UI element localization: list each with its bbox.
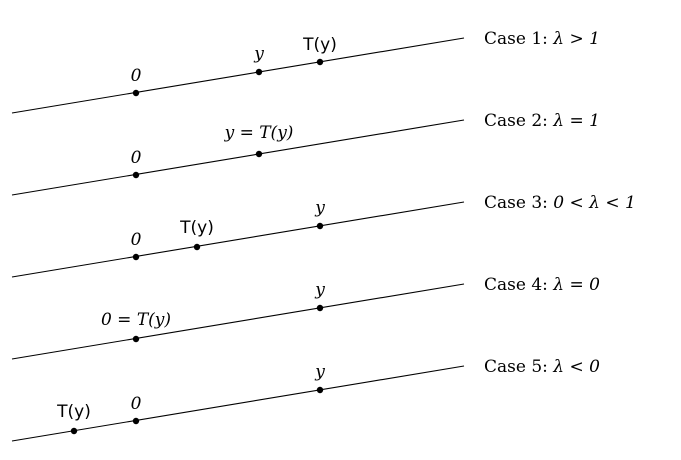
case-1-number-line <box>11 37 465 114</box>
case-1-row: 0 y T(y) Case 1: λ > 1 <box>11 29 600 114</box>
case-3-point-Ty <box>193 243 201 251</box>
case-2-mark-y-equals-Ty: y = T(y) <box>224 123 294 143</box>
case-5-condition: λ < 0 <box>552 357 600 377</box>
case-5-mark-y: y <box>314 362 325 382</box>
case-3-condition: 0 < λ < 1 <box>553 193 636 213</box>
case-3-point-y <box>316 222 324 230</box>
case-1-point-zero <box>132 89 140 97</box>
case-1-condition: λ > 1 <box>552 29 600 49</box>
case-3-point-zero <box>132 253 140 261</box>
case-5-row: T(y) 0 y Case 5: λ < 0 <box>11 357 600 442</box>
case-3-number-line <box>11 201 465 278</box>
case-3-label-text: Case 3: <box>484 193 548 213</box>
case-5-label: Case 5: λ < 0 <box>484 357 600 377</box>
case-3-label: Case 3: 0 < λ < 1 <box>484 193 636 213</box>
case-5-mark-Ty: T(y) <box>56 402 91 422</box>
case-1-mark-zero: 0 <box>131 66 142 86</box>
case-2-mark-zero: 0 <box>131 148 142 168</box>
case-1-mark-y: y <box>253 44 264 64</box>
case-1-label: Case 1: λ > 1 <box>484 29 600 49</box>
case-1-label-text: Case 1: <box>484 29 548 49</box>
case-5-mark-zero: 0 <box>131 394 142 414</box>
case-4-point-y <box>316 304 324 312</box>
case-2-point-zero <box>132 171 140 179</box>
case-2-point-y-equals-Ty <box>255 150 263 158</box>
case-1-point-Ty <box>316 58 324 66</box>
case-5-point-y <box>316 386 324 394</box>
case-4-label-text: Case 4: <box>484 275 548 295</box>
case-4-point-zero-equals-Ty <box>132 335 140 343</box>
case-5-label-text: Case 5: <box>484 357 548 377</box>
case-1-mark-Ty: T(y) <box>302 35 337 55</box>
case-4-mark-zero-equals-Ty: 0 = T(y) <box>101 310 171 330</box>
case-5-number-line <box>11 365 465 442</box>
case-4-row: 0 = T(y) y Case 4: λ = 0 <box>11 275 600 360</box>
case-2-condition: λ = 1 <box>552 111 600 131</box>
case-2-number-line <box>11 119 465 196</box>
case-3-mark-zero: 0 <box>131 230 142 250</box>
case-5-point-zero <box>132 417 140 425</box>
case-4-label: Case 4: λ = 0 <box>484 275 600 295</box>
case-5-point-Ty <box>70 427 78 435</box>
case-2-row: 0 y = T(y) Case 2: λ = 1 <box>11 111 600 196</box>
case-4-condition: λ = 0 <box>552 275 600 295</box>
case-1-point-y <box>255 68 263 76</box>
case-4-mark-y: y <box>314 280 325 300</box>
case-3-mark-Ty: T(y) <box>179 218 214 238</box>
case-4-number-line <box>11 283 465 360</box>
case-2-label: Case 2: λ = 1 <box>484 111 600 131</box>
case-2-label-text: Case 2: <box>484 111 548 131</box>
case-3-mark-y: y <box>314 198 325 218</box>
case-3-row: 0 T(y) y Case 3: 0 < λ < 1 <box>11 193 636 278</box>
